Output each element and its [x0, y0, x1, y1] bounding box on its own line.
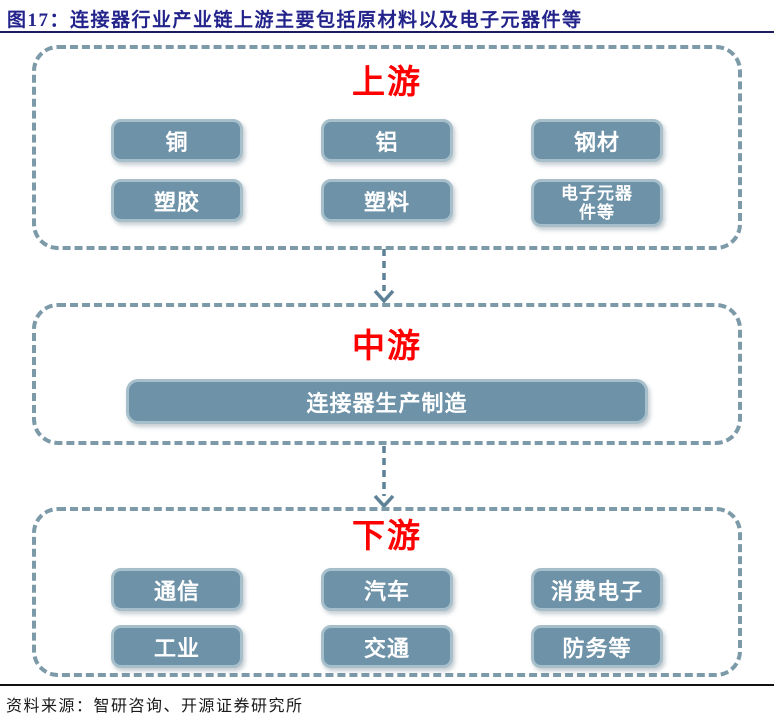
- upstream-row-1: 铜 铝 钢材: [111, 119, 663, 162]
- node-communication: 通信: [111, 568, 243, 611]
- midstream-title: 中游: [352, 329, 422, 365]
- node-plastic-label: 塑料: [363, 189, 410, 215]
- node-copper-label: 铜: [165, 129, 189, 155]
- node-automotive: 汽车: [321, 568, 453, 611]
- upstream-section: 上游 铜 铝 钢材 塑胶 塑料 电子元器件等: [32, 45, 742, 250]
- node-industrial: 工业: [111, 625, 243, 668]
- node-industrial-label: 工业: [153, 635, 200, 661]
- upstream-title: 上游: [352, 65, 422, 101]
- node-electronic-components: 电子元器件等: [531, 179, 663, 227]
- figure-title: 图17：连接器行业产业链上游主要包括原材料以及电子元器件等: [7, 10, 583, 31]
- node-connector-manufacturing: 连接器生产制造: [126, 379, 648, 424]
- node-electronic-components-label: 电子元器件等: [561, 184, 633, 222]
- source-note: 资料来源：智研咨询、开源证券研究所: [6, 698, 304, 715]
- arrow-down-icon: [371, 446, 397, 513]
- node-aluminum: 铝: [321, 119, 453, 162]
- arrow-down-icon: [371, 249, 397, 308]
- downstream-row-1: 通信 汽车 消费电子: [111, 568, 663, 611]
- downstream-title: 下游: [352, 519, 422, 555]
- midstream-section: 中游 连接器生产制造: [32, 303, 742, 445]
- downstream-section: 下游 通信 汽车 消费电子 工业 交通 防务等: [32, 507, 742, 677]
- node-plastic-rubber-label: 塑胶: [153, 189, 200, 215]
- title-divider: [0, 31, 774, 33]
- node-consumer-electronics-label: 消费电子: [550, 578, 643, 604]
- node-automotive-label: 汽车: [363, 578, 410, 604]
- node-consumer-electronics: 消费电子: [531, 568, 663, 611]
- node-steel: 钢材: [531, 119, 663, 162]
- node-defense-label: 防务等: [562, 635, 632, 661]
- node-connector-manufacturing-label: 连接器生产制造: [306, 390, 468, 416]
- node-plastic-rubber: 塑胶: [111, 179, 243, 222]
- node-copper: 铜: [111, 119, 243, 162]
- footer-divider: [0, 684, 774, 686]
- upstream-row-2: 塑胶 塑料 电子元器件等: [111, 179, 663, 227]
- node-defense: 防务等: [531, 625, 663, 668]
- node-aluminum-label: 铝: [375, 129, 399, 155]
- node-transportation: 交通: [321, 625, 453, 668]
- node-communication-label: 通信: [153, 578, 200, 604]
- node-steel-label: 钢材: [573, 129, 620, 155]
- node-plastic: 塑料: [321, 179, 453, 222]
- downstream-row-2: 工业 交通 防务等: [111, 625, 663, 668]
- node-transportation-label: 交通: [363, 635, 410, 661]
